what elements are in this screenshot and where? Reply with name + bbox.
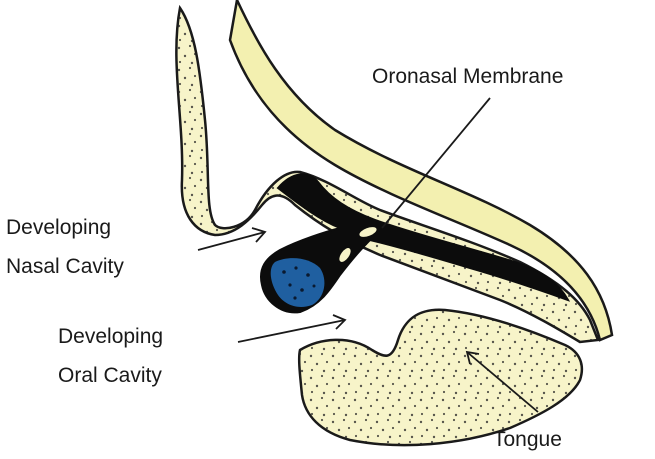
label-oronasal-membrane: Oronasal Membrane: [372, 65, 563, 88]
tongue-stipple: [299, 310, 582, 445]
label-oral-cavity-line1: Developing: [58, 325, 163, 348]
oral-cavity-arrow: [238, 315, 345, 342]
label-nasal-cavity-line1: Developing: [6, 216, 111, 239]
label-nasal-cavity-line2: Nasal Cavity: [6, 255, 124, 278]
label-tongue: Tongue: [493, 428, 562, 451]
label-oral-cavity-line2: Oral Cavity: [58, 364, 162, 387]
